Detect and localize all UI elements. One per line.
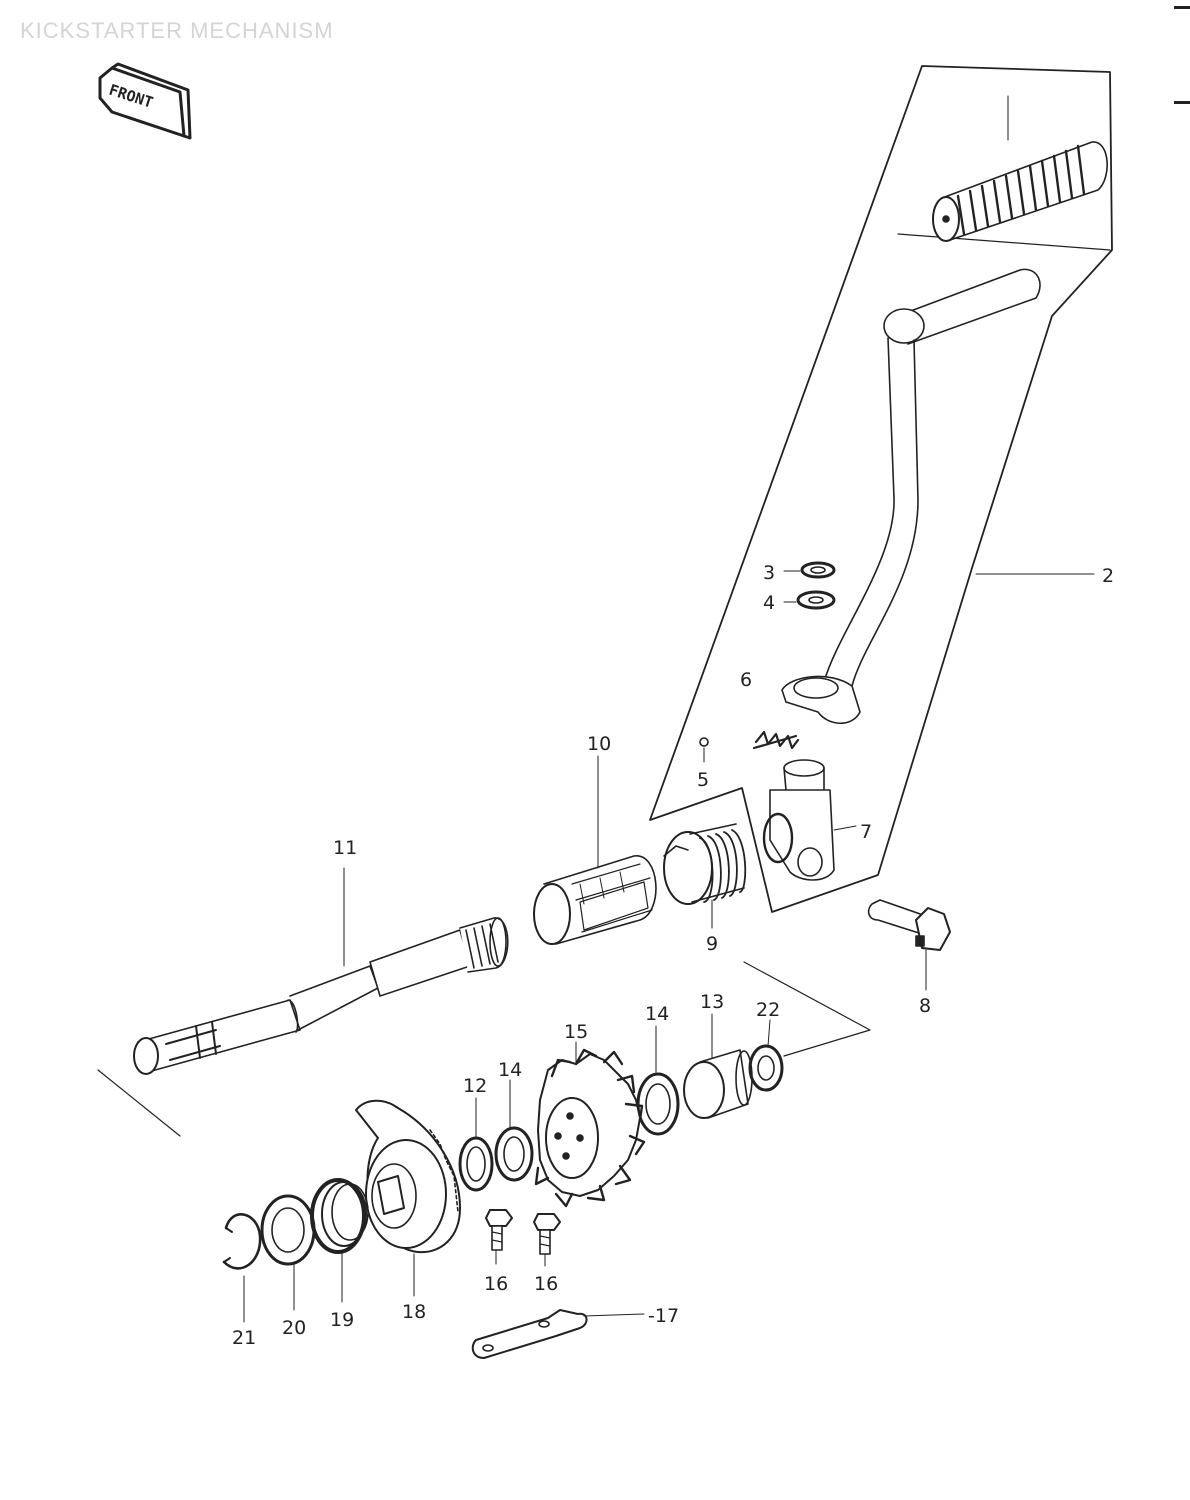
- callout-3: 3: [763, 562, 775, 584]
- grip-separator-line: [897, 233, 1111, 251]
- callout-19: 19: [330, 1309, 354, 1331]
- diagram-title: KICKSTARTER MECHANISM: [20, 18, 334, 43]
- steel-ball: [699, 737, 709, 747]
- callout-16-right: 16: [534, 1273, 558, 1295]
- callout-labels: 1 2 3 4 5 6 7 8 9 10 11 12 13 14 14 15 1…: [232, 562, 1114, 1349]
- callout-12: 12: [463, 1075, 487, 1097]
- leader-17: [583, 1313, 645, 1317]
- guide-bolt-left: [485, 1209, 513, 1251]
- callout-16-left: 16: [484, 1273, 508, 1295]
- guide-bolt-right: [533, 1213, 561, 1255]
- callout-22: 22: [756, 999, 780, 1021]
- kickstarter-ratchet: [355, 1099, 461, 1254]
- gear-washer-left: [494, 1126, 534, 1182]
- callout-14-left: 14: [498, 1059, 522, 1081]
- edge-tick-bottom: [1174, 101, 1190, 104]
- gear-washer-right: [636, 1072, 680, 1136]
- collar: [683, 1049, 753, 1119]
- pedal-boss: [762, 759, 835, 881]
- callout-10: 10: [587, 733, 611, 755]
- callout-11: 11: [333, 837, 357, 859]
- washer: [796, 590, 836, 610]
- callout-2: 2: [1102, 565, 1114, 587]
- kick-pedal-lever: [781, 268, 1041, 725]
- callout-7: 7: [860, 821, 872, 843]
- leader-22: [767, 1019, 771, 1047]
- leader-7: [833, 825, 857, 831]
- shaft-group-bracket-left: [97, 1069, 181, 1137]
- callout-4: 4: [763, 592, 775, 614]
- callout-14-right: 14: [645, 1003, 669, 1025]
- ratchet-guide-plate: [471, 1309, 588, 1359]
- callout-18: 18: [402, 1301, 426, 1323]
- callout-9: 9: [706, 933, 718, 955]
- pinch-bolt: [867, 899, 951, 951]
- shaft-group-bracket-right: [743, 961, 871, 1057]
- callout-15: 15: [564, 1021, 588, 1043]
- callout-5: 5: [697, 769, 709, 791]
- callout-20: 20: [282, 1317, 306, 1339]
- callout-21: 21: [232, 1327, 256, 1349]
- callout-17: -17: [648, 1305, 679, 1327]
- ratchet-washer: [260, 1194, 316, 1266]
- ratchet-spring: [310, 1178, 369, 1254]
- detent-spring: [752, 730, 800, 750]
- circlip: [800, 561, 836, 579]
- lever-group-boundary: [649, 65, 1113, 913]
- front-arrow-icon: [98, 62, 192, 140]
- edge-tick-top: [1174, 6, 1190, 9]
- spring-guide-sleeve: [533, 855, 657, 945]
- gear-circlip: [458, 1136, 494, 1192]
- kick-pedal-rubber-grip: [932, 141, 1108, 242]
- kickstarter-shaft: [133, 917, 509, 1075]
- callout-8: 8: [919, 995, 931, 1017]
- callout-6: 6: [740, 669, 752, 691]
- shaft-circlip: [748, 1044, 784, 1092]
- ratchet-circlip: [222, 1213, 262, 1270]
- return-spring: [663, 823, 747, 905]
- kickstarter-gear: [534, 1048, 646, 1208]
- callout-13: 13: [700, 991, 724, 1013]
